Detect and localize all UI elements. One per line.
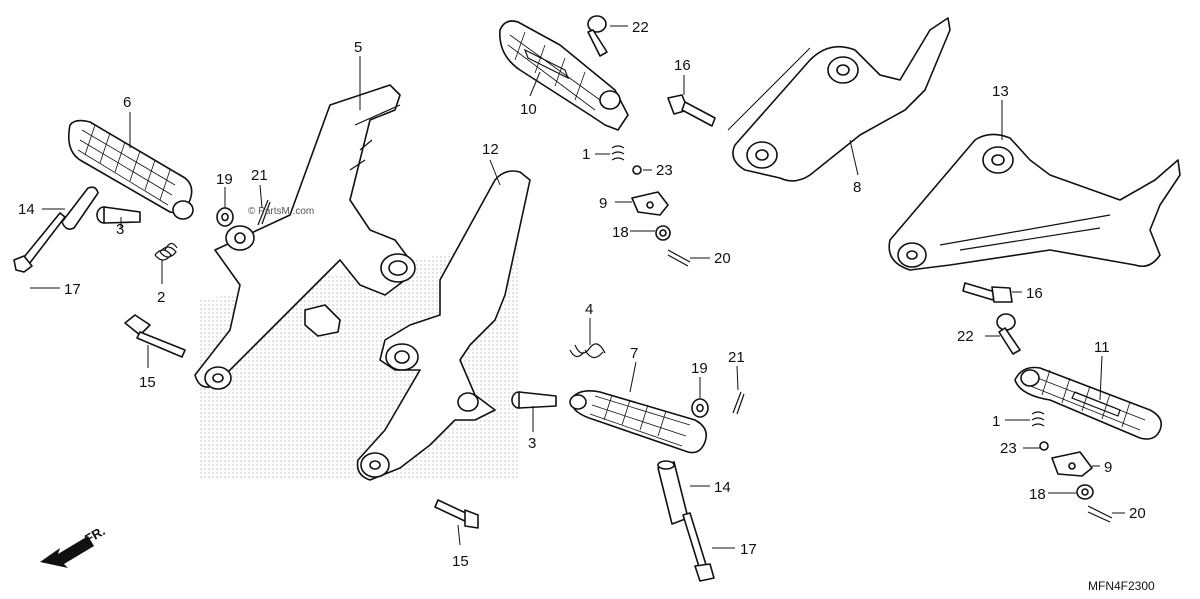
washer-upper bbox=[655, 225, 671, 241]
callout-9: 9 bbox=[599, 195, 607, 212]
callout-5: 5 bbox=[354, 39, 362, 56]
callout-3: 3 bbox=[528, 435, 536, 452]
callout-23: 23 bbox=[656, 162, 673, 179]
callout-6: 6 bbox=[123, 94, 131, 111]
callout-20: 20 bbox=[1129, 505, 1146, 522]
callout-19: 19 bbox=[216, 171, 233, 188]
step-bracket-right bbox=[356, 170, 531, 481]
washer-middle bbox=[691, 398, 709, 418]
clevis-pin-lower bbox=[996, 313, 1021, 355]
callout-16: 16 bbox=[674, 57, 691, 74]
callout-21: 21 bbox=[728, 349, 745, 366]
return-spring-middle bbox=[569, 343, 606, 359]
callout-1: 1 bbox=[992, 413, 1000, 430]
bolt-long-left bbox=[13, 212, 66, 273]
watermark-text: © PartsM..com bbox=[248, 206, 314, 217]
callout-19: 19 bbox=[691, 360, 708, 377]
callout-2: 2 bbox=[157, 289, 165, 306]
step-bracket-left bbox=[194, 84, 416, 390]
cotter-pin-middle bbox=[732, 391, 745, 415]
callout-17: 17 bbox=[64, 281, 81, 298]
callout-22: 22 bbox=[632, 19, 649, 36]
washer-left bbox=[216, 207, 234, 227]
pivot-pin-middle bbox=[511, 391, 557, 409]
ball-lower bbox=[1039, 441, 1049, 451]
bolt-long-middle bbox=[682, 512, 715, 582]
callout-11: 11 bbox=[1094, 339, 1110, 356]
callout-18: 18 bbox=[612, 224, 629, 241]
spring-small-upper bbox=[611, 145, 625, 161]
clevis-pin-upper bbox=[587, 15, 608, 57]
step-bracket-rear-right bbox=[888, 133, 1181, 271]
callout-12: 12 bbox=[482, 141, 499, 158]
footpeg-rear-right bbox=[1014, 366, 1163, 440]
footpeg-middle-lower bbox=[569, 390, 708, 454]
cotter-pin-upper bbox=[667, 249, 691, 267]
pivot-pin-left bbox=[96, 206, 141, 224]
callout-9: 9 bbox=[1104, 459, 1112, 476]
callout-20: 20 bbox=[714, 250, 731, 267]
callout-22: 22 bbox=[957, 328, 974, 345]
bolt-upper-right bbox=[667, 94, 716, 127]
callout-14: 14 bbox=[18, 201, 35, 218]
footpeg-left-front bbox=[67, 119, 194, 220]
callout-8: 8 bbox=[853, 179, 861, 196]
callout-16: 16 bbox=[1026, 285, 1043, 302]
bolt-lower-right bbox=[962, 282, 1013, 303]
callouts: 6 5 14 3 2 17 19 21 15 12 15 10 22 16 1 … bbox=[18, 19, 1146, 570]
callout-4: 4 bbox=[585, 301, 593, 318]
bolt-left-upper bbox=[124, 314, 186, 358]
callout-10: 10 bbox=[520, 101, 537, 118]
spring-small-lower bbox=[1031, 411, 1045, 427]
ball-upper bbox=[632, 165, 642, 175]
footpeg-rear-upper bbox=[499, 20, 629, 131]
return-spring-left bbox=[154, 242, 178, 261]
washer-lower bbox=[1076, 484, 1094, 500]
callout-15: 15 bbox=[452, 553, 469, 570]
callout-14: 14 bbox=[714, 479, 731, 496]
cotter-pin-left bbox=[257, 199, 271, 226]
callout-23: 23 bbox=[1000, 440, 1017, 457]
detent-plate-lower bbox=[1051, 451, 1093, 477]
callout-1: 1 bbox=[582, 146, 590, 163]
detent-plate-upper bbox=[631, 191, 669, 216]
diagram-code: MFN4F2300 bbox=[1088, 579, 1155, 593]
callout-21: 21 bbox=[251, 167, 268, 184]
callout-15: 15 bbox=[139, 374, 156, 391]
callout-3: 3 bbox=[116, 221, 124, 238]
leader-lines bbox=[30, 25, 1125, 549]
front-direction-arrow: FR. bbox=[40, 523, 108, 568]
step-bracket-rear-upper bbox=[732, 17, 951, 182]
pin-collar-left bbox=[61, 186, 99, 230]
callout-13: 13 bbox=[992, 83, 1009, 100]
callout-18: 18 bbox=[1029, 486, 1046, 503]
cotter-pin-lower bbox=[1087, 505, 1113, 523]
callout-17: 17 bbox=[740, 541, 757, 558]
bolt-right-lower bbox=[434, 499, 479, 529]
callout-7: 7 bbox=[630, 345, 638, 362]
